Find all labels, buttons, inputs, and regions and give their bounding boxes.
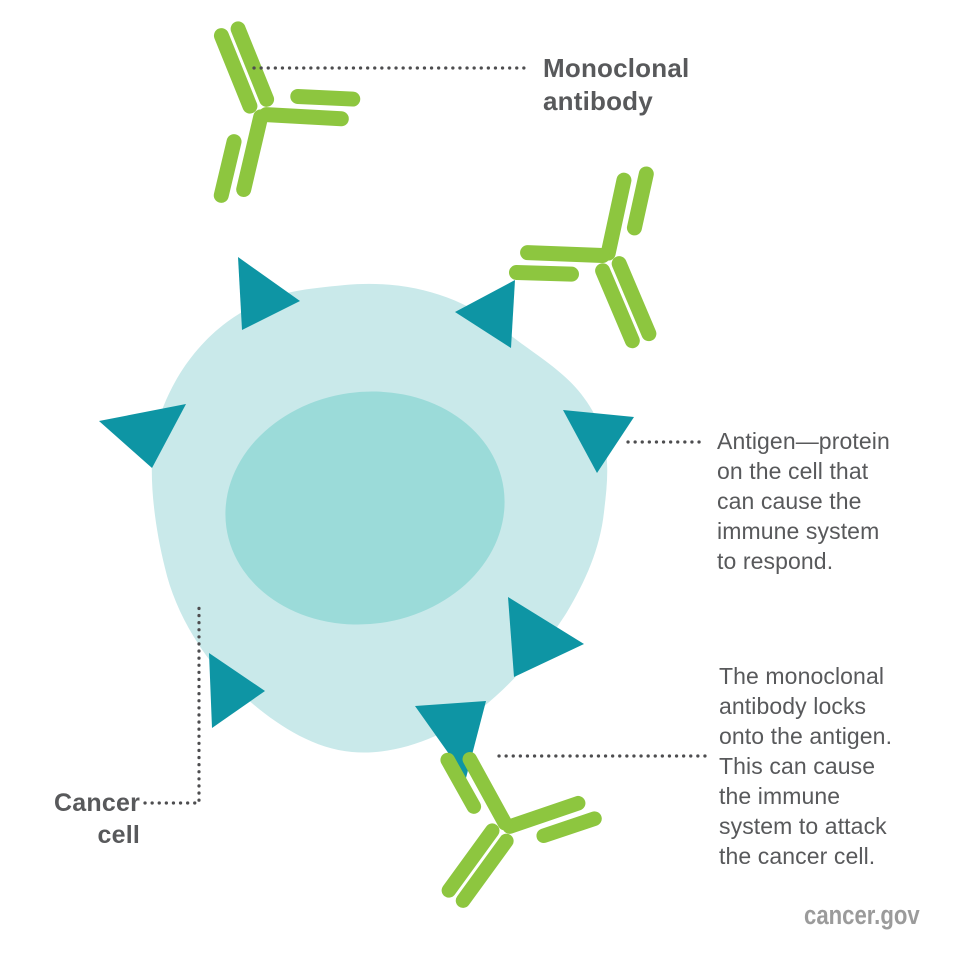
cell-nucleus [225, 391, 505, 625]
antigen-spike [99, 404, 186, 468]
mechanism-note: The monoclonal antibody locks onto the a… [719, 663, 893, 869]
cancer-gov-attribution: cancer.gov [804, 900, 920, 930]
antigen-note: Antigen—protein on the cell that can cau… [717, 428, 890, 574]
antigen-spike [238, 257, 300, 330]
callout-lines [143, 66, 709, 805]
antigen-spikes [99, 257, 634, 778]
antigen-spike [563, 410, 634, 473]
antibody-icon-upper-right [500, 171, 704, 372]
antibody-icon-top-left [166, 0, 369, 198]
antigen-spike [455, 280, 515, 348]
antigen-spike [209, 653, 265, 728]
antibody-icon-bound-bottom [386, 726, 596, 935]
cancer-cell-label: Cancer cell [54, 789, 140, 849]
monoclonal-antibody-label: Monoclonal antibody [543, 53, 690, 116]
antigen-spike [508, 597, 584, 677]
callout-line-cancer-cell [143, 604, 201, 805]
